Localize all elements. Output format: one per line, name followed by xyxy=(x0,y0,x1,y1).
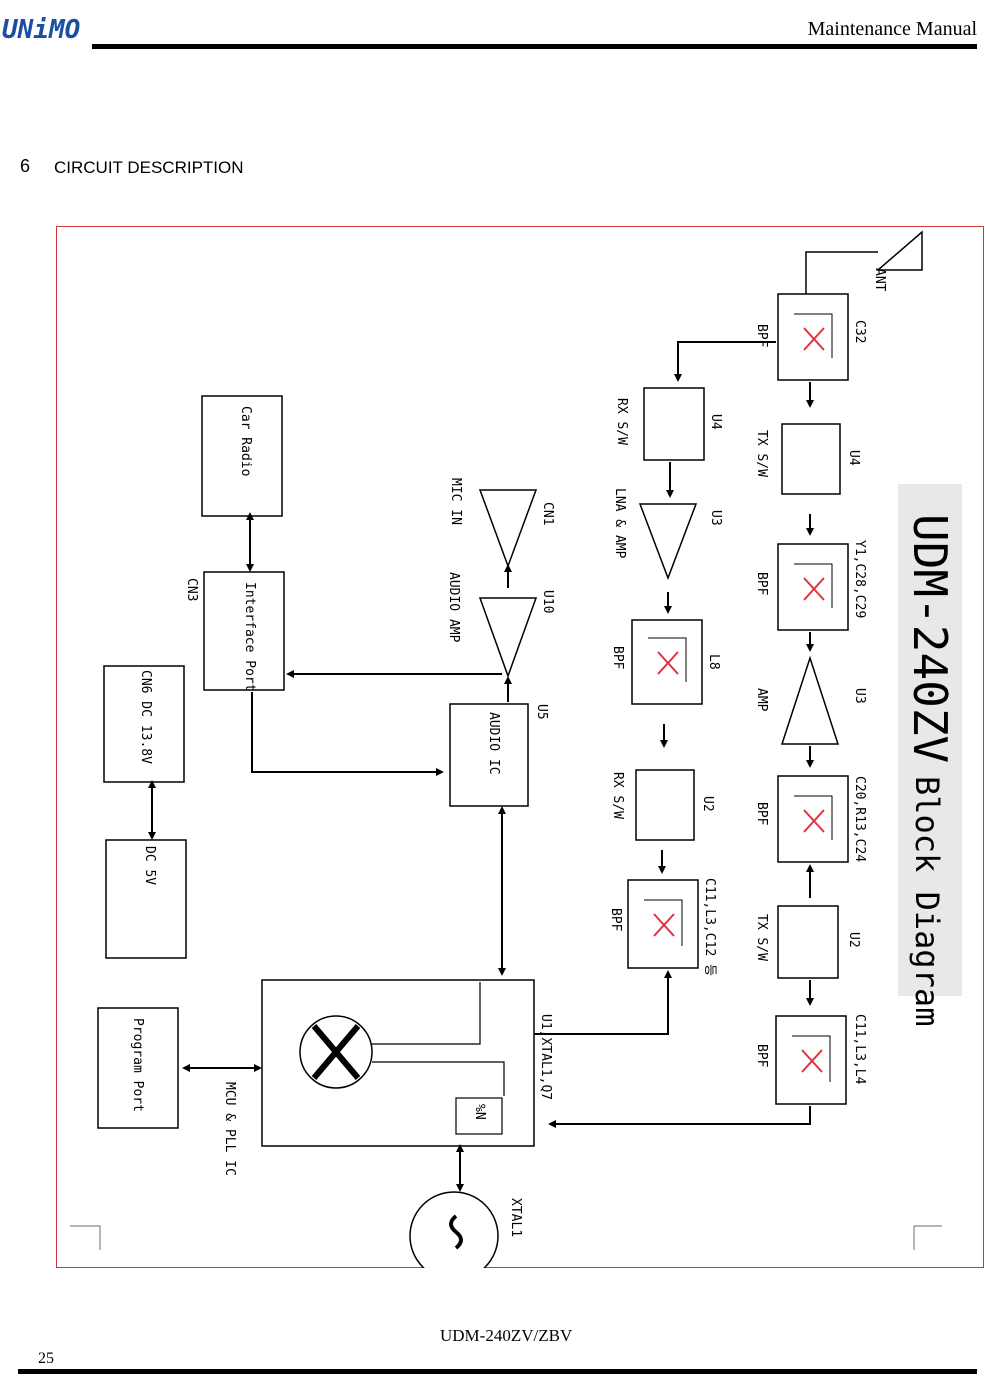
u1-label: U1,XTAL1,Q7 xyxy=(538,1014,553,1100)
footer-rule xyxy=(18,1369,977,1374)
cn6-dc-13v-block: CN6 DC 13.8V xyxy=(103,665,185,783)
car-radio-block: Car Radio xyxy=(201,395,283,517)
logo-text: UNiMO xyxy=(2,15,80,45)
program-port-block: Program Port xyxy=(97,1007,179,1129)
audio-ic-u5-block: AUDIO IC U5 xyxy=(449,703,549,807)
dc-5v-label: DC 5V xyxy=(142,846,157,885)
lna-amp-u3-block: U3 LNA & AMP xyxy=(612,488,723,581)
bpf-c20-block: C20,R13,C24 BPF xyxy=(754,775,867,863)
c11-rx-label: C11,L3,C12 등 xyxy=(702,878,717,976)
page-number: 25 xyxy=(38,1350,54,1367)
cn1-label: CN1 xyxy=(540,502,555,525)
diagram-frame xyxy=(56,226,984,1268)
mic-in-label: MIC IN xyxy=(448,478,463,525)
rx-sw-top-label: RX S/W xyxy=(614,398,629,445)
bpf-c11-tx-label: BPF xyxy=(754,1044,769,1068)
mic-in-cn1-block: CN1 MIC IN xyxy=(448,478,555,569)
tx-switch-u2-block: U2 TX S/W xyxy=(754,905,861,979)
section-title: CIRCUIT DESCRIPTION xyxy=(54,158,244,177)
bpf-c11-rx-label: BPF xyxy=(608,908,623,932)
bpf-c32-label: BPF xyxy=(754,324,769,348)
diagram-title-suffix: Block Diagram xyxy=(908,776,946,1026)
bpf-c20-label: BPF xyxy=(754,802,769,826)
bpf-y1-block: Y1,C28,C29 BPF xyxy=(754,540,867,631)
unimo-logo: UNiMO xyxy=(2,15,80,45)
corner-mark-right xyxy=(913,1225,942,1250)
bpf-c11-rx-block: C11,L3,C12 등 BPF xyxy=(608,878,717,976)
u5-label: U5 xyxy=(534,704,549,720)
amp-u3-label: AMP xyxy=(754,688,769,712)
tx-sw-u4-label: TX S/W xyxy=(754,430,769,477)
bpf-l8-block: L8 BPF xyxy=(610,619,721,705)
divider-label: %N xyxy=(472,1104,487,1120)
rx-sw-u2-label: RX S/W xyxy=(610,772,625,819)
u10-label: U10 xyxy=(540,590,555,613)
bpf-y1-label: BPF xyxy=(754,572,769,596)
u3-tx-label: U3 xyxy=(852,688,867,704)
program-port-label: Program Port xyxy=(130,1018,145,1112)
diagram-title: UDM-240ZV xyxy=(903,514,957,763)
header-rule xyxy=(92,44,977,49)
bpf-l8-label: BPF xyxy=(610,646,625,670)
l8-label: L8 xyxy=(706,654,721,670)
footer-doc-id: UDM-240ZV/ZBV xyxy=(440,1326,573,1345)
tx-switch-u4-block: U4 TX S/W xyxy=(754,423,861,495)
mcu-pll-block: %N U1,XTAL1,Q7 MCU & PLL IC xyxy=(222,979,553,1176)
lna-amp-label: LNA & AMP xyxy=(612,488,627,559)
rx-switch-u4-block: U4 RX S/W xyxy=(614,387,723,461)
tx-sw-u2-label: TX S/W xyxy=(754,914,769,961)
u2-rx-label: U2 xyxy=(700,796,715,812)
block-diagram: UDM-240ZV Block Diagram ANT C32 BPF U4 T… xyxy=(70,230,962,1268)
antenna-symbol: ANT xyxy=(805,230,923,294)
diagram-title-band: UDM-240ZV Block Diagram xyxy=(898,484,962,1026)
car-radio-label: Car Radio xyxy=(238,406,253,476)
xtal-label: XTAL1 xyxy=(508,1198,523,1237)
amp-u3-block: U3 AMP xyxy=(754,655,867,745)
u4-rx-label: U4 xyxy=(708,414,723,430)
c20-label: C20,R13,C24 xyxy=(852,776,867,862)
bpf-c32-block: C32 BPF xyxy=(754,293,867,381)
c11-tx-label: C11,L3,L4 xyxy=(852,1014,867,1085)
cn3-label: CN3 xyxy=(184,578,199,601)
u3-lna-label: U3 xyxy=(708,510,723,526)
ant-label: ANT xyxy=(872,268,887,292)
interface-port-block: Interface Port CN3 xyxy=(184,571,285,692)
dc-5v-block: DC 5V xyxy=(105,839,187,959)
audio-amp-u10-block: U10 AUDIO AMP xyxy=(446,572,555,679)
u2-tx-label: U2 xyxy=(846,932,861,948)
audio-ic-label: AUDIO IC xyxy=(486,712,501,775)
xtal1-oscillator: XTAL1 xyxy=(409,1191,523,1268)
section-number: 6 xyxy=(20,156,31,176)
header-title: Maintenance Manual xyxy=(807,18,977,40)
cn6-label: CN6 DC 13.8V xyxy=(138,670,153,764)
interface-port-label: Interface Port xyxy=(242,582,257,692)
corner-mark-left xyxy=(70,1225,101,1250)
c32-label: C32 xyxy=(852,320,867,343)
y1-label: Y1,C28,C29 xyxy=(852,540,867,618)
mcu-label: MCU & PLL IC xyxy=(222,1082,237,1176)
u4-tx-label: U4 xyxy=(846,450,861,466)
audio-amp-label: AUDIO AMP xyxy=(446,572,461,643)
rx-switch-u2-block: U2 RX S/W xyxy=(610,769,715,841)
bpf-c11-tx-block: C11,L3,L4 BPF xyxy=(754,1014,867,1105)
